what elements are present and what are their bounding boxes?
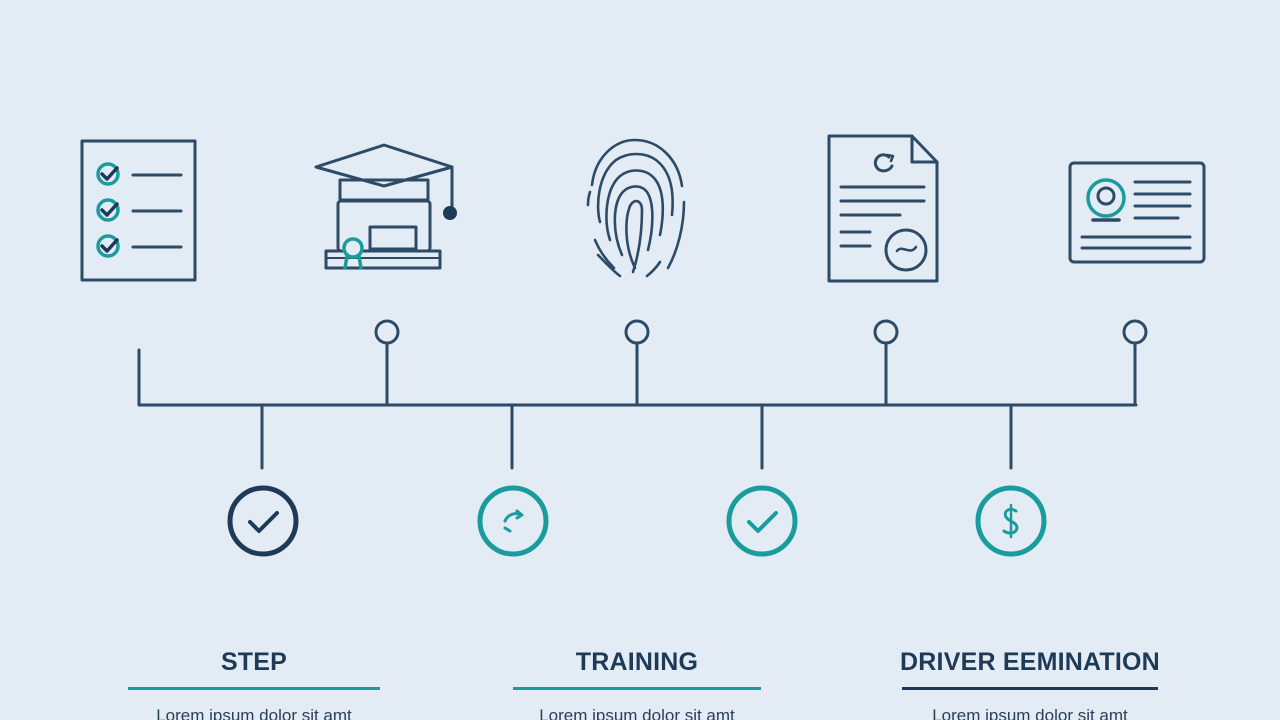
driver-rule [902, 687, 1158, 690]
id-card-icon [1068, 161, 1206, 264]
arrows-circle-icon [477, 485, 549, 557]
step-title: STEP [220, 648, 288, 676]
training-title: TRAINING [575, 648, 699, 676]
fingerprint-icon [586, 138, 686, 278]
driver-title: DRIVER EEMINATION [900, 648, 1160, 676]
dollar-circle-icon [975, 485, 1047, 557]
timeline-axis [137, 341, 1138, 470]
driver-label-block: DRIVER EEMINATION Lorem ipsum dolor sit … [888, 645, 1172, 720]
document-seal-icon [827, 134, 939, 283]
timeline-node [873, 319, 899, 345]
step-description: Lorem ipsum dolor sit amt [156, 706, 352, 720]
checklist-icon [80, 139, 197, 282]
timeline-diagram [80, 134, 1206, 557]
timeline-node [624, 319, 650, 345]
training-rule [513, 687, 761, 690]
timeline-node [374, 319, 400, 345]
graduation-cap-icon [314, 143, 457, 270]
check-circle-icon [726, 485, 798, 557]
step-label-block: STEP Lorem ipsum dolor sit amt [124, 645, 384, 720]
timeline-node [1122, 319, 1148, 345]
step-rule [128, 687, 380, 690]
check-circle-icon [227, 485, 299, 557]
training-label-block: TRAINING Lorem ipsum dolor sit amt [507, 645, 767, 720]
timeline-nodes [374, 319, 1148, 345]
training-description: Lorem ipsum dolor sit amt [539, 706, 735, 720]
driver-description: Lorem ipsum dolor sit amt [932, 706, 1128, 720]
